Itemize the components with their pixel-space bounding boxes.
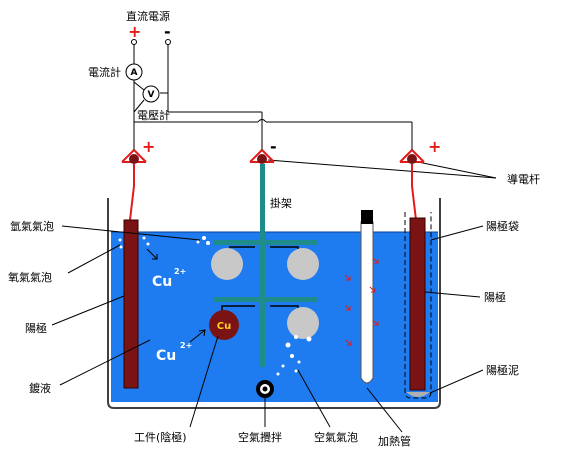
workpiece-cathode-cu (209, 310, 239, 340)
workpiece-bottom-right (287, 307, 319, 339)
oxygen-bubbles-label: 氧氣氣泡 (8, 270, 52, 284)
left-anode (123, 219, 139, 389)
air-bubbles-label: 空氣氣泡 (314, 430, 358, 444)
hydrogen-bubble-cluster (142, 236, 210, 246)
hydrogen-bubbles-label: 氫氣氣泡 (10, 219, 54, 233)
power-minus-terminal (165, 39, 171, 45)
cu-ion-bottom: Cu (156, 348, 176, 364)
power-plus-terminal (131, 39, 137, 45)
hanger-label: 掛架 (270, 196, 292, 210)
heating-tube-label: 加熱管 (378, 434, 411, 448)
cu-ion-top-charge: 2+ (174, 267, 186, 276)
heating-tube (360, 221, 374, 384)
cu-ion-bottom-charge: 2+ (180, 341, 192, 350)
circuit-wires (133, 44, 497, 179)
cu-ion-top: Cu (152, 274, 172, 290)
voltmeter-symbol (142, 85, 160, 103)
right-anode (409, 217, 426, 391)
voltmeter-letter: V (148, 90, 155, 100)
air-agitation-label: 空氣攪拌 (238, 430, 282, 444)
power-supply-label: 直流電源 (126, 9, 170, 23)
conductive-rod-label: 導電杆 (507, 172, 540, 186)
left-terminal-sign: + (142, 137, 155, 156)
voltmeter-label: 電壓計 (137, 108, 170, 122)
oxygen-bubble-cluster (118, 238, 123, 249)
power-minus-sign: - (164, 22, 171, 41)
hanger-crossbar-top (213, 240, 317, 245)
left-anode-label: 陽極 (25, 321, 47, 335)
ammeter-label: 電流計 (88, 65, 121, 79)
power-plus-sign: + (128, 22, 141, 41)
workpiece-top-left (211, 248, 243, 280)
anode-bag (404, 212, 432, 399)
right-terminal-sign: + (428, 137, 441, 156)
workpiece-cathode-label: 工件(陰極) (134, 430, 187, 444)
ion-arrows (146, 248, 206, 343)
callout-lines (51, 225, 484, 433)
heating-tube-cap (361, 210, 373, 224)
workpiece-cu-symbol: Cu (217, 321, 231, 332)
anode-sludge-label: 陽極泥 (486, 363, 519, 377)
hanger-crossbar-bottom (213, 297, 317, 302)
plating-tank (107, 198, 441, 409)
workpiece-top-right (287, 248, 319, 280)
heat-arrows (344, 257, 379, 346)
air-bubble-cluster (276, 335, 312, 376)
ammeter-letter: A (131, 68, 138, 78)
anode-sludge (406, 392, 430, 397)
anode-bag-label: 陽極袋 (486, 219, 519, 233)
plating-solution-label: 鍍液 (29, 381, 51, 395)
left-terminal-clamp (121, 149, 147, 221)
right-terminal-clamp (399, 149, 425, 221)
air-agitation-nozzle-core (262, 386, 268, 392)
ammeter-symbol (125, 63, 143, 81)
center-terminal-clamp (249, 149, 275, 164)
right-anode-label: 陽極 (484, 290, 506, 304)
hanger-rod (260, 164, 265, 367)
plating-solution (111, 232, 438, 402)
center-terminal-sign: - (270, 137, 277, 156)
